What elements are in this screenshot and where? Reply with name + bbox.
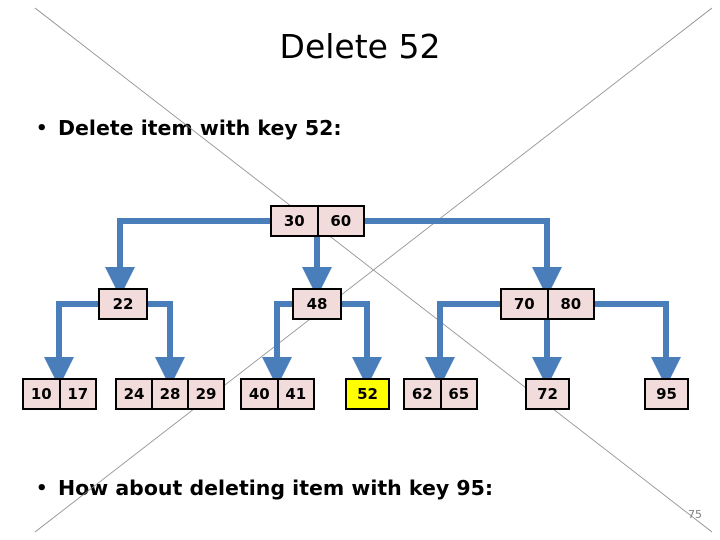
tree-node-root[interactable]: 30 60 bbox=[270, 205, 365, 237]
tree-node-cell: 72 bbox=[537, 385, 558, 403]
tree-node-cell: 29 bbox=[187, 380, 223, 408]
tree-node-cell: 80 bbox=[546, 290, 594, 318]
tree-node-cell: 95 bbox=[656, 385, 677, 403]
tree-node-cell: 17 bbox=[58, 380, 96, 408]
tree-leaf-72[interactable]: 72 bbox=[525, 378, 570, 410]
tree-node-cell: 41 bbox=[276, 380, 314, 408]
tree-node-cell: 48 bbox=[306, 295, 328, 313]
tree-leaf-24-28-29[interactable]: 24 28 29 bbox=[115, 378, 225, 410]
tree-node-internal-70-80[interactable]: 70 80 bbox=[500, 288, 595, 320]
tree-node-cell: 70 bbox=[513, 295, 535, 313]
tree-leaf-40-41[interactable]: 40 41 bbox=[240, 378, 315, 410]
edge-22-to-24-28-29 bbox=[148, 301, 185, 387]
tree-node-cell: 24 bbox=[123, 385, 145, 403]
tree-node-cell: 22 bbox=[112, 295, 134, 313]
edge-48-to-40-41 bbox=[262, 301, 292, 387]
tree-node-internal-48[interactable]: 48 bbox=[292, 288, 342, 320]
edge-root-to-70-80 bbox=[365, 218, 562, 297]
tree-node-cell: 10 bbox=[30, 385, 52, 403]
tree-node-cell: 65 bbox=[439, 380, 477, 408]
edge-70-80-to-95 bbox=[595, 301, 681, 387]
edge-70-80-to-62-65 bbox=[425, 301, 500, 387]
tree-node-cell: 62 bbox=[411, 385, 433, 403]
edge-48-to-52 bbox=[342, 301, 382, 387]
tree-node-internal-22[interactable]: 22 bbox=[98, 288, 148, 320]
tree-leaf-10-17[interactable]: 10 17 bbox=[22, 378, 97, 410]
tree-leaf-62-65[interactable]: 62 65 bbox=[403, 378, 478, 410]
tree-node-cell: 60 bbox=[316, 207, 364, 235]
edge-22-to-10-17 bbox=[44, 301, 98, 387]
tree-node-cell: 28 bbox=[151, 380, 187, 408]
tree-leaf-52[interactable]: 52 bbox=[345, 378, 390, 410]
tree-node-cell-highlighted: 52 bbox=[347, 380, 388, 408]
tree-node-cell: 30 bbox=[283, 212, 305, 230]
edge-root-to-22 bbox=[105, 218, 270, 297]
tree-leaf-95[interactable]: 95 bbox=[644, 378, 689, 410]
tree-node-cell: 40 bbox=[248, 385, 270, 403]
